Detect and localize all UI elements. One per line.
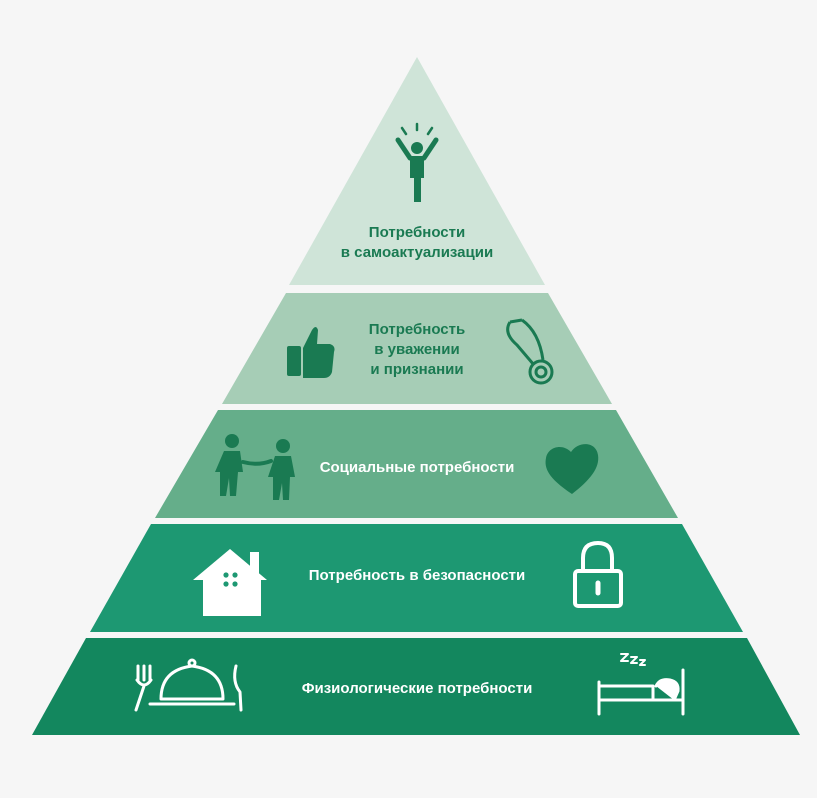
- holding-hands-icon: [215, 434, 295, 500]
- fork-cloche-knife-icon: [134, 658, 243, 712]
- medal-icon: [506, 318, 554, 385]
- label-line: Потребность: [368, 321, 466, 338]
- label-line: в самоактуализации: [340, 244, 494, 261]
- label-line: Потребность в безопасности: [308, 567, 526, 584]
- label-line: Потребности: [368, 224, 466, 241]
- level-esteem-label: Потребность в уважении и признании: [317, 320, 517, 380]
- level-self-actualization-label: Потребности в самоактуализации: [317, 223, 517, 263]
- level-physiological-label: Физиологические потребности: [257, 679, 577, 699]
- house-icon: [193, 549, 267, 616]
- label-line: Социальные потребности: [319, 459, 515, 476]
- padlock-icon: [573, 541, 623, 608]
- heart-icon: [545, 444, 599, 494]
- level-physiological-band: [32, 638, 800, 735]
- sleeping-bed-icon: [597, 653, 685, 716]
- label-line: в уважении: [374, 341, 460, 358]
- label-line: Физиологические потребности: [301, 680, 533, 697]
- thumbs-up-icon: [287, 327, 335, 378]
- label-line: и признании: [370, 361, 464, 378]
- level-social-label: Социальные потребности: [287, 458, 547, 478]
- cheering-person-icon: [395, 122, 439, 202]
- level-safety-label: Потребность в безопасности: [267, 566, 567, 586]
